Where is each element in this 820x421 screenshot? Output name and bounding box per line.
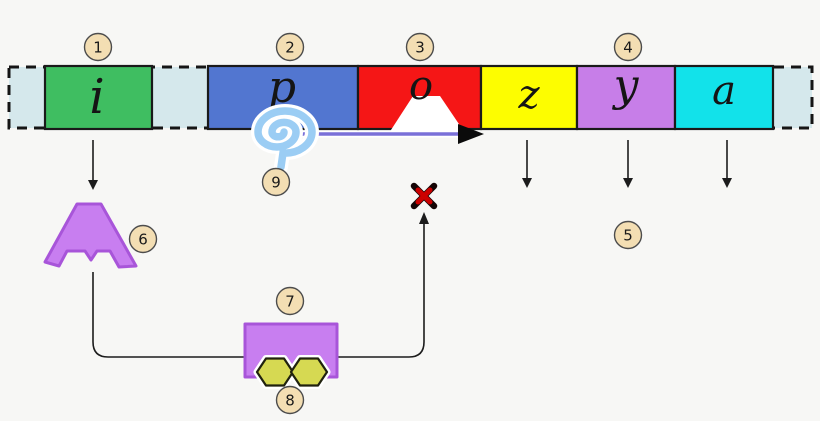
callout-8-number: 8 [285,392,295,410]
callout-5: 5 [613,220,643,250]
gene-box-i [43,64,154,131]
down-arrow-from-a [722,140,732,188]
callout-4-number: 4 [623,39,633,57]
inducer-hexagon-left [255,357,295,387]
x-mark-icon [410,182,438,210]
gene-label-z: z [517,72,540,118]
callout-7: 7 [275,286,305,316]
repressor-protein-shape [43,202,138,269]
callout-1: 1 [83,32,113,62]
callout-9: 9 [261,167,291,197]
callout-1-number: 1 [93,39,103,57]
callout-2: 2 [275,32,305,62]
callout-7-number: 7 [285,293,295,311]
callout-6-number: 6 [138,231,148,249]
down-arrow-from-z [522,140,532,188]
gene-box-a [673,64,775,131]
gene-label-a: a [712,68,736,114]
gene-label-i: i [89,69,104,125]
callout-5-number: 5 [623,227,633,245]
gene-label-y: y [612,60,640,111]
rna-polymerase-spiral-icon [254,107,316,171]
gene-label-o: o [409,63,433,109]
inducer-hexagon-right [289,357,329,387]
transcription-arrowhead [458,124,484,144]
callout-3: 3 [405,32,435,62]
up-arrowhead [419,212,429,224]
operator-binding-notch [389,96,465,133]
callout-8: 8 [275,385,305,415]
down-arrow-from-i [88,140,98,190]
callout-4: 4 [613,32,643,62]
callout-6: 6 [128,224,158,254]
down-arrow-from-y [623,140,633,188]
callout-9-number: 9 [271,174,281,192]
callout-3-number: 3 [415,39,425,57]
callout-2-number: 2 [285,39,295,57]
